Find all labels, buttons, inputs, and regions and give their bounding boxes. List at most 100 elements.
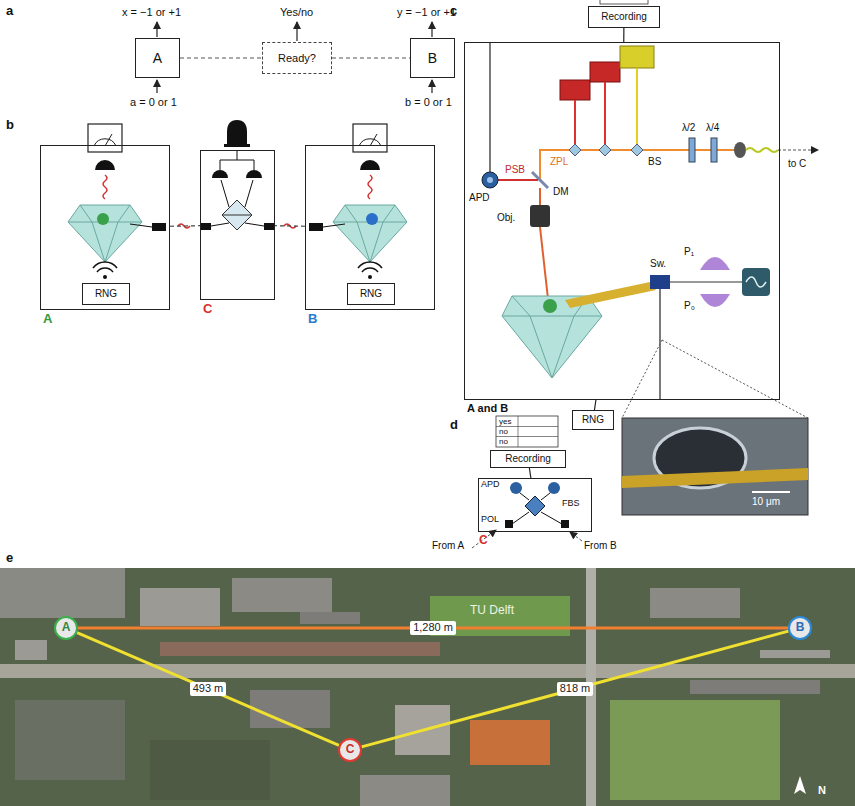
station-c-setup bbox=[472, 416, 582, 548]
part-label: POL bbox=[481, 514, 499, 524]
station-c-drawing bbox=[201, 120, 296, 230]
input-label: a = 0 or 1 bbox=[130, 96, 177, 109]
part-label: APD bbox=[481, 479, 500, 489]
building-row bbox=[160, 642, 440, 656]
laser-beam bbox=[604, 82, 606, 150]
building bbox=[360, 775, 450, 806]
waveform-generator bbox=[742, 268, 770, 296]
beam-label: PSB bbox=[505, 164, 525, 176]
north-label: N bbox=[818, 784, 826, 797]
rng-box: RNG bbox=[82, 283, 130, 305]
ready-box: Ready? bbox=[262, 42, 332, 74]
building bbox=[232, 578, 332, 612]
pulse-p1 bbox=[700, 257, 730, 270]
node-label: RNG bbox=[95, 288, 117, 300]
connector bbox=[362, 631, 789, 747]
map-label: TU Delft bbox=[470, 604, 514, 618]
crystal-facet bbox=[345, 205, 395, 262]
output-label: y = −1 or +1 bbox=[397, 6, 456, 19]
distance-label: 493 m bbox=[190, 682, 227, 695]
apd-window bbox=[487, 177, 493, 183]
pulse-label: P₁ bbox=[684, 246, 694, 258]
map-ground bbox=[0, 568, 855, 806]
half-wave-plate bbox=[689, 138, 695, 162]
sine-symbol bbox=[746, 277, 766, 287]
panel-letter: d bbox=[450, 418, 458, 433]
party-box: B bbox=[410, 38, 455, 78]
beam-splitter bbox=[222, 200, 252, 230]
incoming-fiber bbox=[570, 532, 582, 541]
signal-wire bbox=[489, 43, 490, 172]
node-label: A bbox=[153, 50, 162, 66]
input-label: From B bbox=[584, 540, 617, 552]
part-label: λ/2 bbox=[682, 122, 695, 134]
building bbox=[0, 568, 125, 618]
psb-beam bbox=[498, 179, 538, 181]
polarizer bbox=[505, 520, 513, 528]
fiber-coupler bbox=[152, 223, 166, 231]
node-label: C bbox=[346, 743, 355, 757]
spin-sphere bbox=[97, 213, 109, 225]
wireless-arc bbox=[93, 262, 117, 268]
wireless-dot bbox=[368, 275, 372, 279]
apd-detector bbox=[510, 482, 522, 494]
input-arrow bbox=[156, 80, 157, 93]
connector bbox=[77, 633, 339, 746]
node-label: Recording bbox=[601, 11, 647, 23]
connector bbox=[623, 28, 624, 42]
incoming-fiber bbox=[472, 530, 496, 548]
crystal-facet bbox=[512, 296, 588, 378]
fiber-to-c bbox=[778, 149, 818, 150]
apd-detector bbox=[482, 172, 498, 188]
fiber bbox=[541, 512, 562, 524]
fiber bbox=[221, 180, 229, 207]
panel-letter: a bbox=[6, 4, 13, 19]
laser-beam bbox=[636, 68, 638, 150]
fiber-label: to C bbox=[788, 158, 806, 170]
trees bbox=[150, 740, 270, 800]
detector-symbol bbox=[212, 170, 228, 178]
location-marker: A bbox=[54, 616, 78, 640]
station-box: BRNG bbox=[305, 145, 435, 310]
output-arrow bbox=[156, 22, 157, 37]
table-cell: no bbox=[499, 427, 508, 436]
wireless-arc bbox=[97, 268, 113, 272]
beam-label: ZPL bbox=[550, 156, 568, 168]
detector-symbol bbox=[246, 170, 262, 178]
beam bbox=[539, 188, 541, 205]
beam-splitter-plane bbox=[222, 215, 252, 216]
part-label: Sw. bbox=[650, 258, 666, 270]
output-label: x = −1 or +1 bbox=[122, 6, 181, 19]
laser bbox=[560, 80, 590, 100]
fiber-coupler bbox=[309, 223, 323, 231]
node-label: B bbox=[308, 312, 317, 327]
cropped-table bbox=[600, 0, 648, 4]
laser bbox=[590, 62, 620, 82]
part-label: DM bbox=[553, 186, 569, 198]
wireless-arc bbox=[362, 268, 378, 272]
table-cell: yes bbox=[499, 417, 511, 426]
part-label: λ/4 bbox=[706, 122, 719, 134]
station-box: ARNG bbox=[40, 145, 170, 310]
party-box: A bbox=[135, 38, 180, 78]
building bbox=[250, 690, 330, 728]
part-label: BS bbox=[648, 156, 661, 168]
crystal-facet bbox=[502, 316, 602, 317]
detector-wire bbox=[220, 160, 254, 170]
connector bbox=[332, 57, 410, 58]
location-marker: C bbox=[338, 738, 362, 762]
output-label: Yes/no bbox=[280, 6, 313, 19]
detector-symbol bbox=[360, 160, 380, 170]
recording-box: Recording bbox=[490, 450, 566, 468]
fiber-coupler bbox=[201, 223, 211, 230]
connector bbox=[170, 225, 200, 227]
polarizer bbox=[561, 520, 569, 528]
switch bbox=[650, 275, 670, 289]
spin-sphere bbox=[543, 299, 557, 313]
bell-rim bbox=[224, 144, 250, 147]
node-label: A bbox=[43, 312, 52, 327]
building bbox=[140, 588, 220, 626]
panel-letter: c bbox=[450, 4, 457, 19]
